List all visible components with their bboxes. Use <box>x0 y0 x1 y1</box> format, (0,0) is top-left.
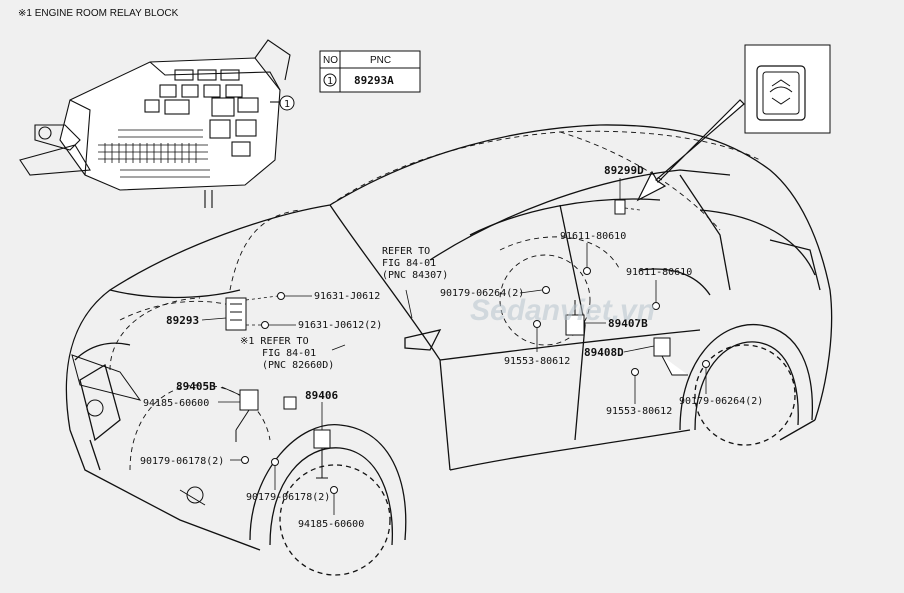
leader-lines <box>201 178 707 515</box>
headlight <box>71 354 206 506</box>
part-label-91553-80612-b: 91553-80612 <box>606 406 672 417</box>
part-label-90179-06264-a: 90179-06264(2) <box>440 288 524 299</box>
part-label-94185-60600-a: 94185-60600 <box>143 398 209 409</box>
svg-text:FIG 84-01: FIG 84-01 <box>382 258 436 269</box>
small-box-82660d <box>283 396 297 410</box>
relay-block-title: ※1 ENGINE ROOM RELAY BLOCK <box>18 8 179 19</box>
svg-text:REFER TO: REFER TO <box>382 246 430 257</box>
svg-text:(PNC 82660D): (PNC 82660D) <box>262 360 334 371</box>
hidden-lines <box>109 130 761 371</box>
part-label-94185-60600-b: 94185-60600 <box>298 519 364 530</box>
part-label-91611-80610-a: 91611-80610 <box>560 231 626 242</box>
front-wheel <box>249 424 407 576</box>
sensor-89406 <box>313 429 331 479</box>
part-labels: 89299D 91611-80610 91611-80610 90179-062… <box>140 164 763 530</box>
part-label-89299d: 89299D <box>604 164 644 177</box>
sensor-89407b <box>565 300 585 336</box>
pnc-table-header-pnc: PNC <box>370 55 391 66</box>
pnc-table-header-no: NO <box>323 55 338 66</box>
fasteners <box>241 267 710 494</box>
part-label-91631-j0612-2: 91631-J0612(2) <box>298 320 382 331</box>
refer-note-82660d: ※1 REFER TO FIG 84-01 (PNC 82660D) <box>240 336 334 371</box>
switch-89299d <box>614 199 626 215</box>
part-label-91611-80610-b: 91611-80610 <box>626 267 692 278</box>
dashed-leader-lines <box>245 207 641 326</box>
pnc-table-row-no: 1 <box>327 76 333 87</box>
rear-wheel <box>679 323 814 446</box>
part-label-90179-06178-b: 90179-06178(2) <box>246 492 330 503</box>
part-label-89408d: 89408D <box>584 346 624 359</box>
engine-room-relay-block <box>19 39 291 208</box>
sensor-89405b <box>235 389 259 442</box>
pointer-arrow <box>636 99 745 202</box>
svg-text:※1 REFER TO: ※1 REFER TO <box>240 336 309 347</box>
vehicle-outline <box>65 124 833 551</box>
part-label-91631-j0612: 91631-J0612 <box>314 291 380 302</box>
pnc-table-row-pnc: 89293A <box>354 74 394 87</box>
refer-note-84307: REFER TO FIG 84-01 (PNC 84307) <box>382 246 448 281</box>
part-label-89405b: 89405B <box>176 380 216 393</box>
part-label-89407b: 89407B <box>608 317 648 330</box>
part-label-89406: 89406 <box>305 389 338 402</box>
sensor-89408d <box>653 337 688 376</box>
svg-text:1: 1 <box>284 99 290 110</box>
svg-text:FIG 84-01: FIG 84-01 <box>262 348 316 359</box>
svg-text:(PNC 84307): (PNC 84307) <box>382 270 448 281</box>
part-label-89293: 89293 <box>166 314 199 327</box>
part-label-90179-06264-b: 90179-06264(2) <box>679 396 763 407</box>
switch-detail-inset <box>744 44 831 134</box>
control-module-89293 <box>225 297 247 331</box>
pnc-table: NO PNC 1 89293A <box>319 50 421 93</box>
front-inner-wheel <box>129 384 271 471</box>
part-label-91553-80612-a: 91553-80612 <box>504 356 570 367</box>
rear-inner-wheel <box>499 254 591 346</box>
watermark: Sedanviet.vn <box>470 294 655 327</box>
part-label-90179-06178-a: 90179-06178(2) <box>140 456 224 467</box>
callout-1-marker: 1 <box>279 95 295 111</box>
